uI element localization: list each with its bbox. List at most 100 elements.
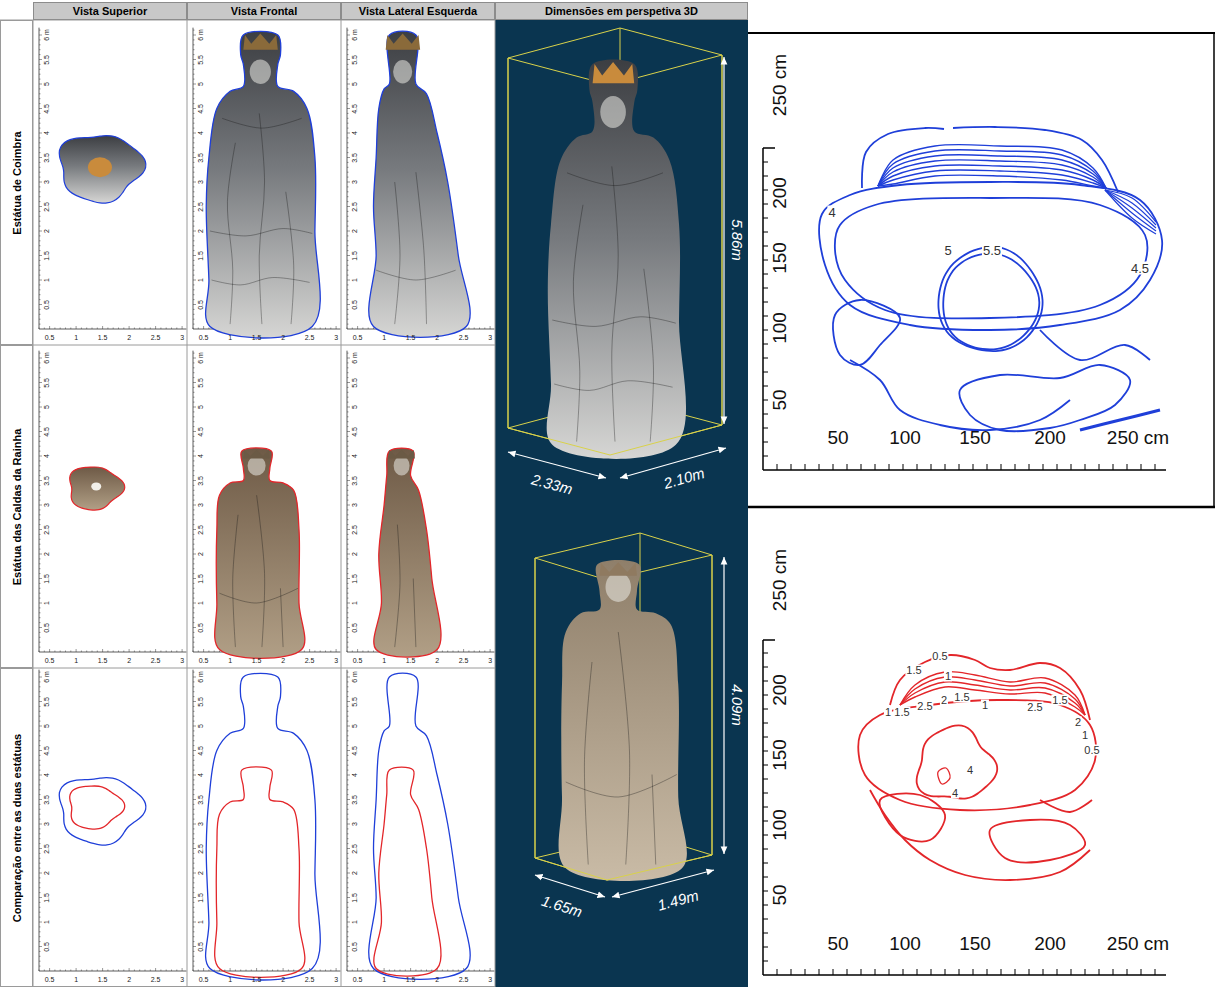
chart-tick <box>39 133 42 134</box>
chart-tick <box>39 377 41 378</box>
chart-tick <box>193 941 195 942</box>
contour-line <box>1105 190 1156 234</box>
chart-tick <box>193 79 195 80</box>
chart-tick <box>39 387 41 388</box>
grid-line <box>495 20 496 987</box>
chart-tick <box>193 931 195 932</box>
chart-tick <box>362 651 363 653</box>
chart-tick <box>97 328 98 330</box>
axis-tick-label: 0.5 <box>353 657 363 664</box>
chart-tick <box>479 328 480 330</box>
axis-tick-label: 2.5 <box>459 976 469 983</box>
chart-tick <box>39 873 42 874</box>
axis-tick-label: 4.5 <box>351 746 358 756</box>
box-edge <box>508 28 620 58</box>
chart-tick <box>44 970 45 972</box>
chart-tick <box>347 696 349 697</box>
chart-tick <box>389 970 390 972</box>
box-edge <box>640 533 712 555</box>
chart-tick <box>304 970 305 972</box>
axis-label: 100 <box>889 428 921 447</box>
chart-tick <box>39 970 40 972</box>
axis-tick <box>1113 464 1114 470</box>
chart-tick <box>203 649 204 652</box>
chart-tick <box>193 853 195 854</box>
chart-tick <box>39 309 41 310</box>
chart-tick <box>193 421 195 422</box>
axis-tick <box>763 653 768 654</box>
chart-tick <box>347 221 349 222</box>
chart-tick <box>193 103 195 104</box>
chart-tick <box>39 460 41 461</box>
contour-line <box>878 144 1106 188</box>
axis-label: 150 <box>770 242 789 274</box>
chart-tick <box>39 421 41 422</box>
chart-tick <box>347 706 349 707</box>
chart-tick <box>39 465 41 466</box>
chart-tick <box>39 917 41 918</box>
axis-tick-label: 2.5 <box>151 976 161 983</box>
chart-tick <box>357 326 358 329</box>
chart-tick <box>39 103 41 104</box>
axis-tick <box>805 464 806 470</box>
chart-tick <box>347 931 349 932</box>
axis-tick-label: 4.5 <box>197 427 204 437</box>
chart-tick <box>86 651 87 653</box>
contour-line <box>938 768 950 784</box>
chart-tick <box>39 539 41 540</box>
chart-tick <box>39 534 41 535</box>
axis-tick <box>1127 969 1128 975</box>
chart-tick <box>347 93 349 94</box>
chart-tick <box>347 794 349 795</box>
axis-tick-label: 3 <box>334 976 338 983</box>
chart-tick <box>39 784 41 785</box>
chart-tick <box>39 304 42 305</box>
axis-tick <box>763 863 768 864</box>
chart-tick <box>129 649 130 652</box>
axis-line <box>763 974 1166 976</box>
chart-tick <box>347 35 350 36</box>
chart-tick <box>39 30 41 31</box>
chart-tick <box>193 696 195 697</box>
chart-tick <box>347 289 349 290</box>
chart-tick <box>193 231 196 232</box>
chart-tick <box>39 892 41 893</box>
chart-tick <box>39 583 41 584</box>
axis-tick-label: 1.5 <box>43 893 50 903</box>
chart-tick <box>347 280 350 281</box>
column-header: Vista Lateral Esquerda <box>341 2 495 20</box>
axis-tick <box>763 933 768 934</box>
chart-tick <box>193 299 195 300</box>
chart-tick <box>347 828 349 829</box>
chart-axis <box>347 670 348 971</box>
chart-tick <box>336 968 337 971</box>
chart-tick <box>193 814 195 815</box>
chart-tick <box>39 289 41 290</box>
chart-tick <box>39 314 41 315</box>
contour-level-label: 1.5 <box>1051 695 1068 706</box>
chart-tick <box>193 98 195 99</box>
chart-tick <box>39 206 42 207</box>
chart-tick <box>193 397 195 398</box>
contour-level-label: 2.5 <box>1026 702 1043 713</box>
chart-tick <box>39 603 42 604</box>
chart-tick <box>145 970 146 972</box>
box-edge <box>620 28 722 55</box>
chart-tick <box>54 970 55 972</box>
chart-tick <box>193 961 195 962</box>
chart-tick <box>193 804 195 805</box>
chart-tick <box>39 182 42 183</box>
axis-tick-label: 2.5 <box>197 202 204 212</box>
chart-tick <box>347 686 349 687</box>
chart-tick <box>347 651 348 653</box>
drapery-fold <box>618 632 629 865</box>
box-edge <box>535 558 536 858</box>
chart-tick <box>193 735 195 736</box>
chart-tick <box>347 789 349 790</box>
chart-tick <box>193 544 195 545</box>
chart-tick <box>330 328 331 330</box>
chart-tick <box>193 495 195 496</box>
axis-tick <box>1113 969 1114 975</box>
chart-tick <box>347 226 349 227</box>
chart-tick <box>39 824 42 825</box>
